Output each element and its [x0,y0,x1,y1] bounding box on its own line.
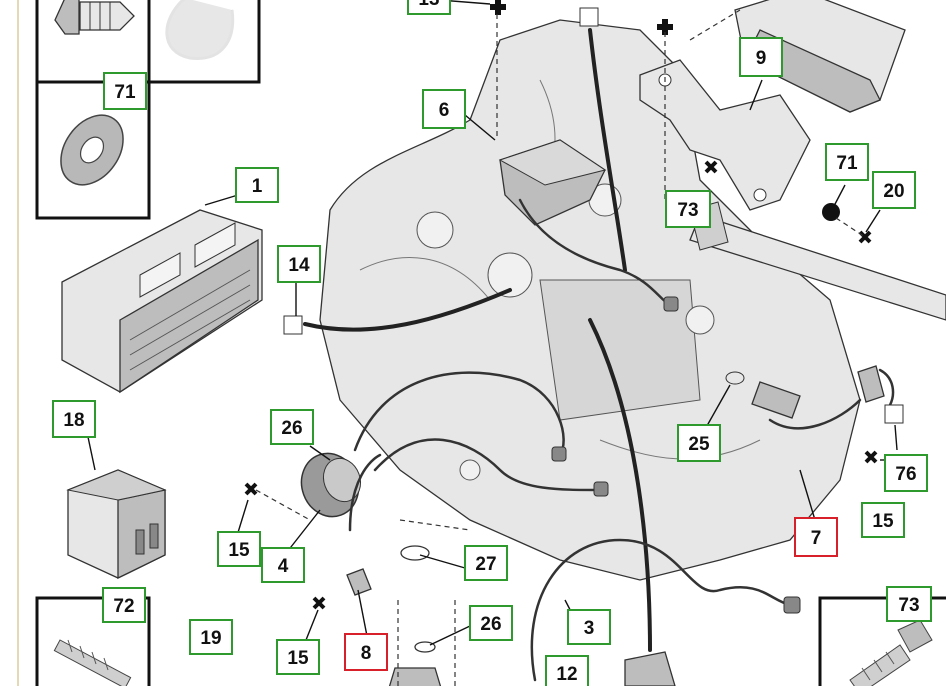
callout-box [861,502,905,538]
callout-c25: 25 [677,424,721,462]
callout-label: 7 [811,528,822,549]
callout-box [276,639,320,675]
callout-label: 15 [287,648,309,669]
callout-c1: 1 [235,167,279,203]
callout-c71b: 71 [825,143,869,181]
callout-box [665,190,711,228]
callout-label: 6 [439,100,450,121]
callout-c26a: 26 [270,409,314,445]
callout-c15b: 15 [276,639,320,675]
callout-label: 73 [677,200,698,221]
callout-box [884,454,928,492]
callout-c18: 18 [52,400,96,438]
speed-sensor [725,365,885,419]
callout-label: 19 [200,628,221,649]
inset-screw-frame-left [35,596,151,686]
callout-label: 76 [895,464,916,485]
callout-c12: 12 [545,655,589,686]
callout-box [407,0,451,15]
callout-label: 26 [480,614,501,635]
ecu-module [61,209,263,394]
callout-label: 12 [556,664,577,685]
callout-box [545,655,589,686]
callout-label: 18 [63,410,84,431]
callout-label: 4 [278,556,289,577]
callout-box [422,89,466,129]
callout-c27: 27 [464,545,508,581]
callout-label: 26 [281,418,302,439]
callout-box [235,167,279,203]
callout-box [261,547,305,583]
callout-c13: 13 [407,0,451,15]
callout-label: 14 [288,255,310,276]
callout-label: 27 [475,554,496,575]
wiring-harness [303,28,895,686]
callout-c73b: 73 [886,586,932,622]
callout-box [102,587,146,623]
callout-label: 73 [898,595,919,616]
callout-layer: 1346789121314151515181920252626277171727… [52,0,932,686]
callout-box [794,517,838,557]
callout-label: 1 [252,176,263,197]
callout-c19: 19 [189,619,233,655]
callout-c14: 14 [277,245,321,283]
callout-c76: 76 [884,454,928,492]
callout-box [739,37,783,77]
callout-c20: 20 [872,171,916,209]
callout-c71a: 71 [103,72,147,110]
cable-tie-icon [165,0,235,60]
callout-box [189,619,233,655]
callout-box [217,531,261,567]
callout-box [469,605,513,641]
seal-rings [283,7,904,653]
callout-box [825,143,869,181]
callout-label: 25 [688,434,710,455]
torque-markers [244,0,878,610]
callout-label: 20 [883,181,904,202]
gearbox-housing [319,19,861,581]
callout-label: 3 [584,618,595,639]
assembly-axes [255,9,866,686]
callout-c15a: 15 [217,531,261,567]
callout-box [277,245,321,283]
callout-box [270,409,314,445]
callout-c15c: 15 [861,502,905,538]
callout-box [677,424,721,462]
callout-box [464,545,508,581]
callout-box [103,72,147,110]
callout-c3: 3 [567,609,611,645]
callout-label: 72 [113,596,134,617]
callout-c6: 6 [422,89,466,129]
callout-label: 15 [872,511,894,532]
callout-label: 8 [361,643,372,664]
callout-label: 9 [756,48,767,69]
callout-box [567,609,611,645]
callout-box [344,633,388,671]
callout-c72: 72 [102,587,146,623]
washer-icon [60,114,124,186]
callout-c8: 8 [344,633,388,671]
callout-box [52,400,96,438]
callout-label: 15 [228,540,250,561]
callout-c4: 4 [261,547,305,583]
callout-label: 13 [418,0,439,10]
actuator-part [300,452,362,518]
callout-box [872,171,916,209]
callout-c9: 9 [739,37,783,77]
relay-module [66,469,167,580]
selector-sensor-module [498,139,607,226]
callout-c7: 7 [794,517,838,557]
callout-c73a: 73 [665,190,711,228]
push-clip-icon [54,0,135,35]
callout-box [886,586,932,622]
callout-label: 71 [836,153,858,174]
callout-c26b: 26 [469,605,513,641]
callout-label: 71 [114,82,136,103]
